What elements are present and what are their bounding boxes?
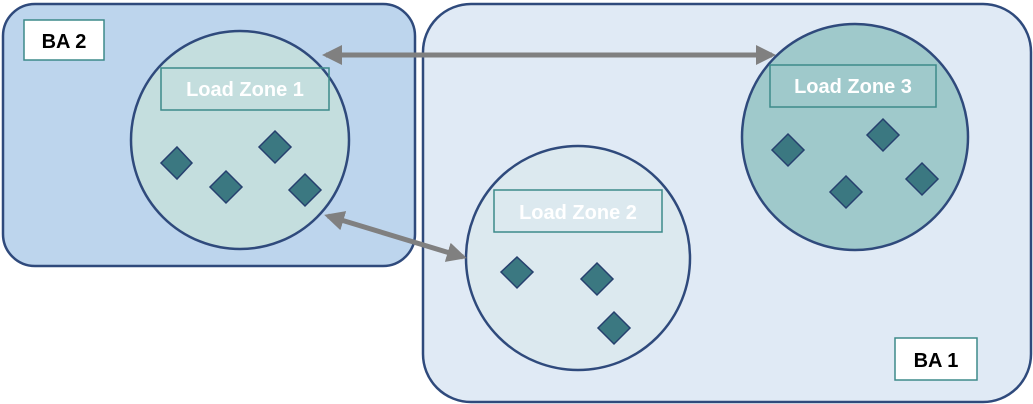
- load-zone-1-circle: [129, 29, 351, 251]
- load-zone-1: Load Zone 1: [129, 29, 351, 251]
- balancing-area-1-label-box: [894, 337, 978, 381]
- balancing-area-1-label: BA 1: [914, 350, 959, 372]
- node-diamond-icon: [287, 172, 323, 208]
- node-diamond-icon: [579, 261, 615, 297]
- load-zone-2-nodes: [499, 255, 632, 346]
- node-diamond-icon: [865, 117, 901, 153]
- load-zone-1-label: Load Zone 1: [186, 79, 304, 101]
- balancing-area-2-label: BA 2: [42, 31, 87, 53]
- node-diamond-icon: [208, 169, 244, 205]
- node-diamond-icon: [904, 161, 940, 197]
- balancing-area-2-label-box: [23, 19, 105, 61]
- node-diamond-icon: [770, 132, 806, 168]
- load-zone-3-label-box: [769, 64, 937, 108]
- node-diamond-icon: [499, 255, 535, 290]
- node-diamond-icon: [828, 174, 864, 210]
- node-diamond-icon: [596, 310, 632, 346]
- load-zone-3-label: Load Zone 3: [794, 76, 912, 98]
- load-zone-2: Load Zone 2: [464, 144, 692, 372]
- load-zone-3-nodes: [770, 117, 940, 210]
- node-diamond-icon: [257, 129, 293, 165]
- load-zone-1-nodes: [159, 129, 323, 208]
- connection-zone1-zone2-arrow: [324, 211, 467, 262]
- load-zone-1-label-box: [160, 67, 330, 111]
- node-diamond-icon: [159, 145, 194, 181]
- load-zone-2-circle: [464, 144, 692, 372]
- load-zone-3-circle: [740, 22, 970, 252]
- load-zone-2-label: Load Zone 2: [519, 202, 637, 224]
- connections: [322, 45, 776, 262]
- load-zone-2-label-box: [493, 189, 663, 233]
- load-zone-3: Load Zone 3: [740, 22, 970, 252]
